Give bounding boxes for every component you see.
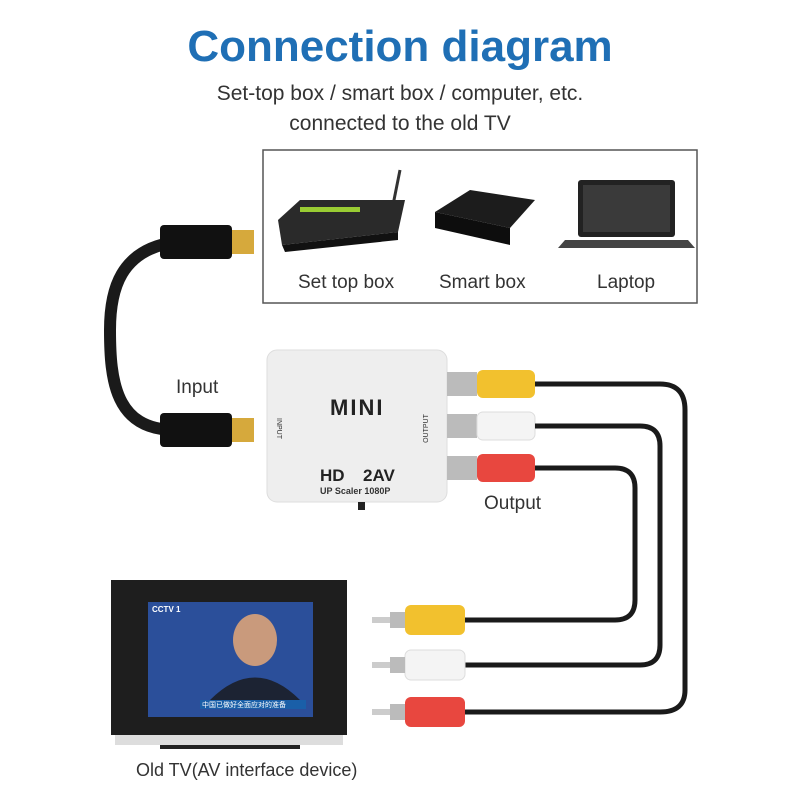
hdmi-plug-bottom	[160, 413, 254, 447]
label-set-top-box: Set top box	[298, 272, 395, 293]
old-tv-image	[111, 580, 347, 749]
rca-tv-plugs	[372, 605, 466, 727]
label-smart-box: Smart box	[439, 272, 526, 293]
subtitle-line-2: connected to the old TV	[289, 112, 511, 135]
hdmi-cable	[103, 236, 177, 436]
device-caption: UP Scaler 1080P	[320, 486, 391, 496]
rca-output-plugs	[447, 370, 536, 482]
tv-ticker: 中国已做好全面应对的准备	[202, 702, 286, 709]
device-brand: MINI	[330, 395, 385, 420]
hdmi-plug-top	[160, 225, 254, 259]
label-laptop: Laptop	[597, 272, 656, 293]
tv-channel-logo: CCTV 1	[152, 605, 181, 614]
tv-label: Old TV(AV interface device)	[136, 760, 358, 780]
rca-cables	[465, 381, 688, 715]
output-label: Output	[484, 493, 542, 514]
device-model-right: 2AV	[363, 466, 395, 485]
converter-box	[266, 349, 448, 503]
subtitle-line-1: Set-top box / smart box / computer, etc.	[216, 82, 584, 105]
set-top-box-image	[278, 169, 405, 252]
smart-box-image	[435, 190, 535, 245]
diagram-title: Connection diagram	[187, 22, 613, 71]
sources-frame	[262, 149, 698, 304]
device-output-side: OUTPUT	[422, 414, 430, 443]
device-model-left: HD	[320, 466, 345, 485]
laptop-image	[558, 180, 695, 248]
device-input-side: INPUT	[275, 418, 282, 439]
input-label: Input	[176, 377, 219, 398]
